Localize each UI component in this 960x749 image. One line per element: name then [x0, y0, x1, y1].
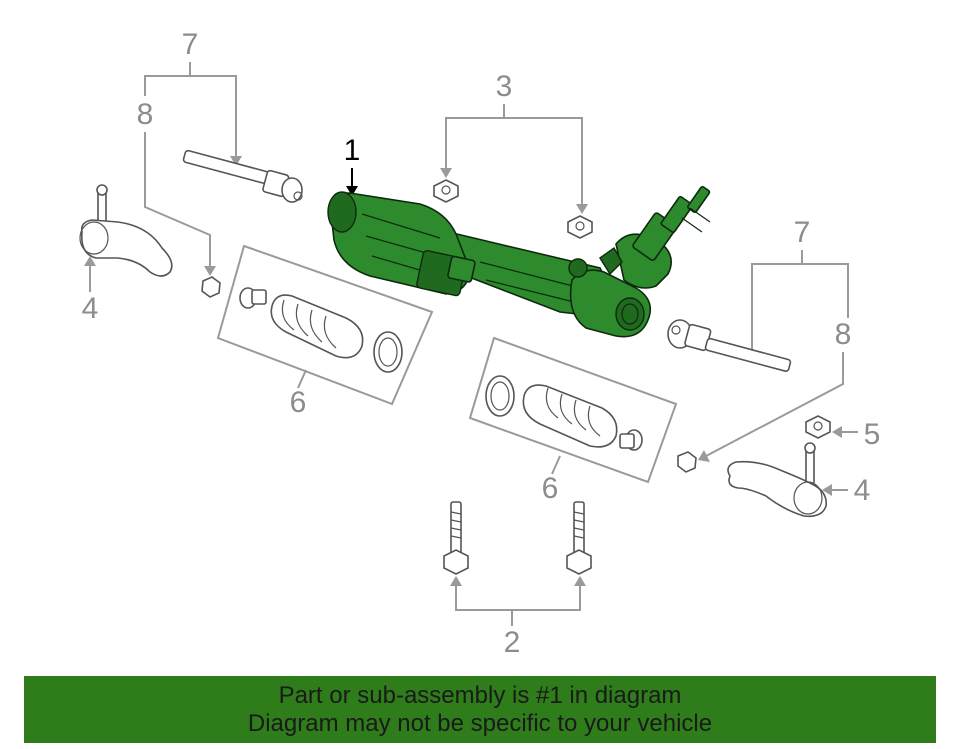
outer-tie-rod-end-left	[79, 184, 173, 277]
leader-1	[346, 168, 358, 196]
callout-5: 5	[864, 418, 881, 451]
mount-nut-3b	[567, 215, 593, 239]
leader-8-left	[144, 132, 216, 276]
outer-tie-rod-end-right	[727, 442, 828, 518]
mount-bolt-2a	[443, 501, 469, 575]
mount-nut-3a	[433, 179, 459, 203]
callout-8-left: 8	[137, 98, 154, 131]
callout-1: 1	[344, 134, 361, 167]
callout-7-right: 7	[794, 216, 811, 249]
inner-tie-rod-left	[182, 149, 303, 203]
castle-nut-5	[805, 415, 831, 439]
jam-nut-right	[677, 451, 697, 473]
banner-line-1: Part or sub-assembly is #1 in diagram	[278, 681, 682, 709]
callout-6-left: 6	[290, 386, 307, 419]
leader-5	[832, 426, 858, 438]
leader-3	[440, 104, 588, 214]
callout-7-left: 7	[182, 28, 199, 61]
callout-2: 2	[504, 626, 521, 659]
leader-6-left	[297, 369, 307, 389]
boot-kit-right	[468, 336, 678, 484]
mount-bolt-2b	[566, 501, 592, 575]
leader-2	[450, 576, 586, 626]
callout-8-right: 8	[835, 318, 852, 351]
leader-7-left	[144, 62, 242, 166]
callout-4-right: 4	[854, 474, 871, 507]
inner-tie-rod-right	[667, 319, 792, 372]
disclaimer-banner: Part or sub-assembly is #1 in diagram Di…	[24, 676, 936, 743]
callout-6-right: 6	[542, 472, 559, 505]
leader-7-right	[746, 250, 849, 362]
leader-6-right	[551, 455, 561, 475]
callout-3: 3	[496, 70, 513, 103]
leader-4-right	[822, 484, 848, 496]
boot-kit-left	[216, 244, 434, 406]
callout-4-left: 4	[82, 292, 99, 325]
banner-line-2: Diagram may not be specific to your vehi…	[247, 709, 713, 737]
leader-4-left	[84, 256, 96, 292]
steering-gear-assembly	[327, 185, 711, 338]
jam-nut-left	[201, 276, 221, 298]
leader-8-right	[698, 352, 844, 462]
